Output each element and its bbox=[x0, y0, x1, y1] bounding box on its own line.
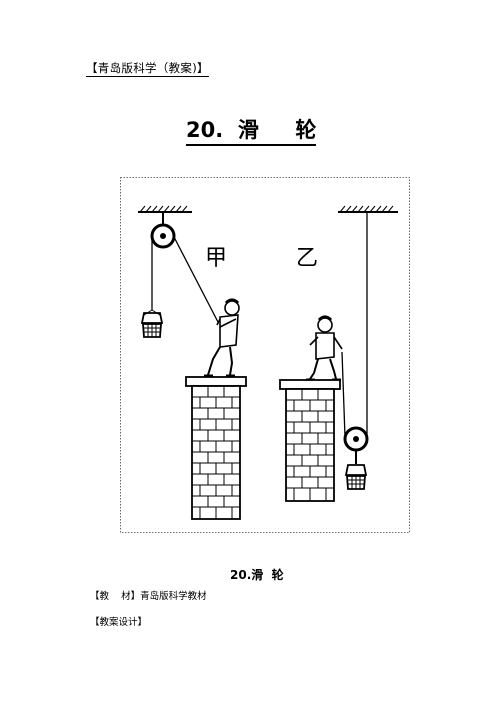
label-yi: 乙 bbox=[296, 246, 318, 271]
pulley-illustration: 甲 乙 bbox=[120, 177, 410, 533]
figure-caption: 20.滑 轮 bbox=[230, 568, 284, 582]
material-value: 青岛版科学教材 bbox=[140, 591, 207, 602]
document-header: 【青岛版科学（教案)】 bbox=[86, 61, 209, 77]
lesson-title: 20. 滑 轮 bbox=[186, 118, 317, 146]
material-line: 【教 材】青岛版科学教材 bbox=[90, 588, 207, 602]
label-jia: 甲 bbox=[205, 246, 227, 271]
right-man-figure bbox=[306, 315, 343, 382]
right-load-bucket bbox=[344, 464, 368, 490]
movable-pulley-scene bbox=[279, 205, 398, 502]
fixed-pulley-scene bbox=[138, 205, 247, 520]
design-line: 【教案设计】 bbox=[90, 617, 148, 628]
right-brick-pillar bbox=[279, 379, 341, 502]
left-load-bucket bbox=[140, 309, 164, 338]
left-brick-pillar bbox=[185, 376, 247, 520]
left-man-figure bbox=[204, 298, 240, 378]
material-label: 【教 材】 bbox=[90, 591, 141, 602]
